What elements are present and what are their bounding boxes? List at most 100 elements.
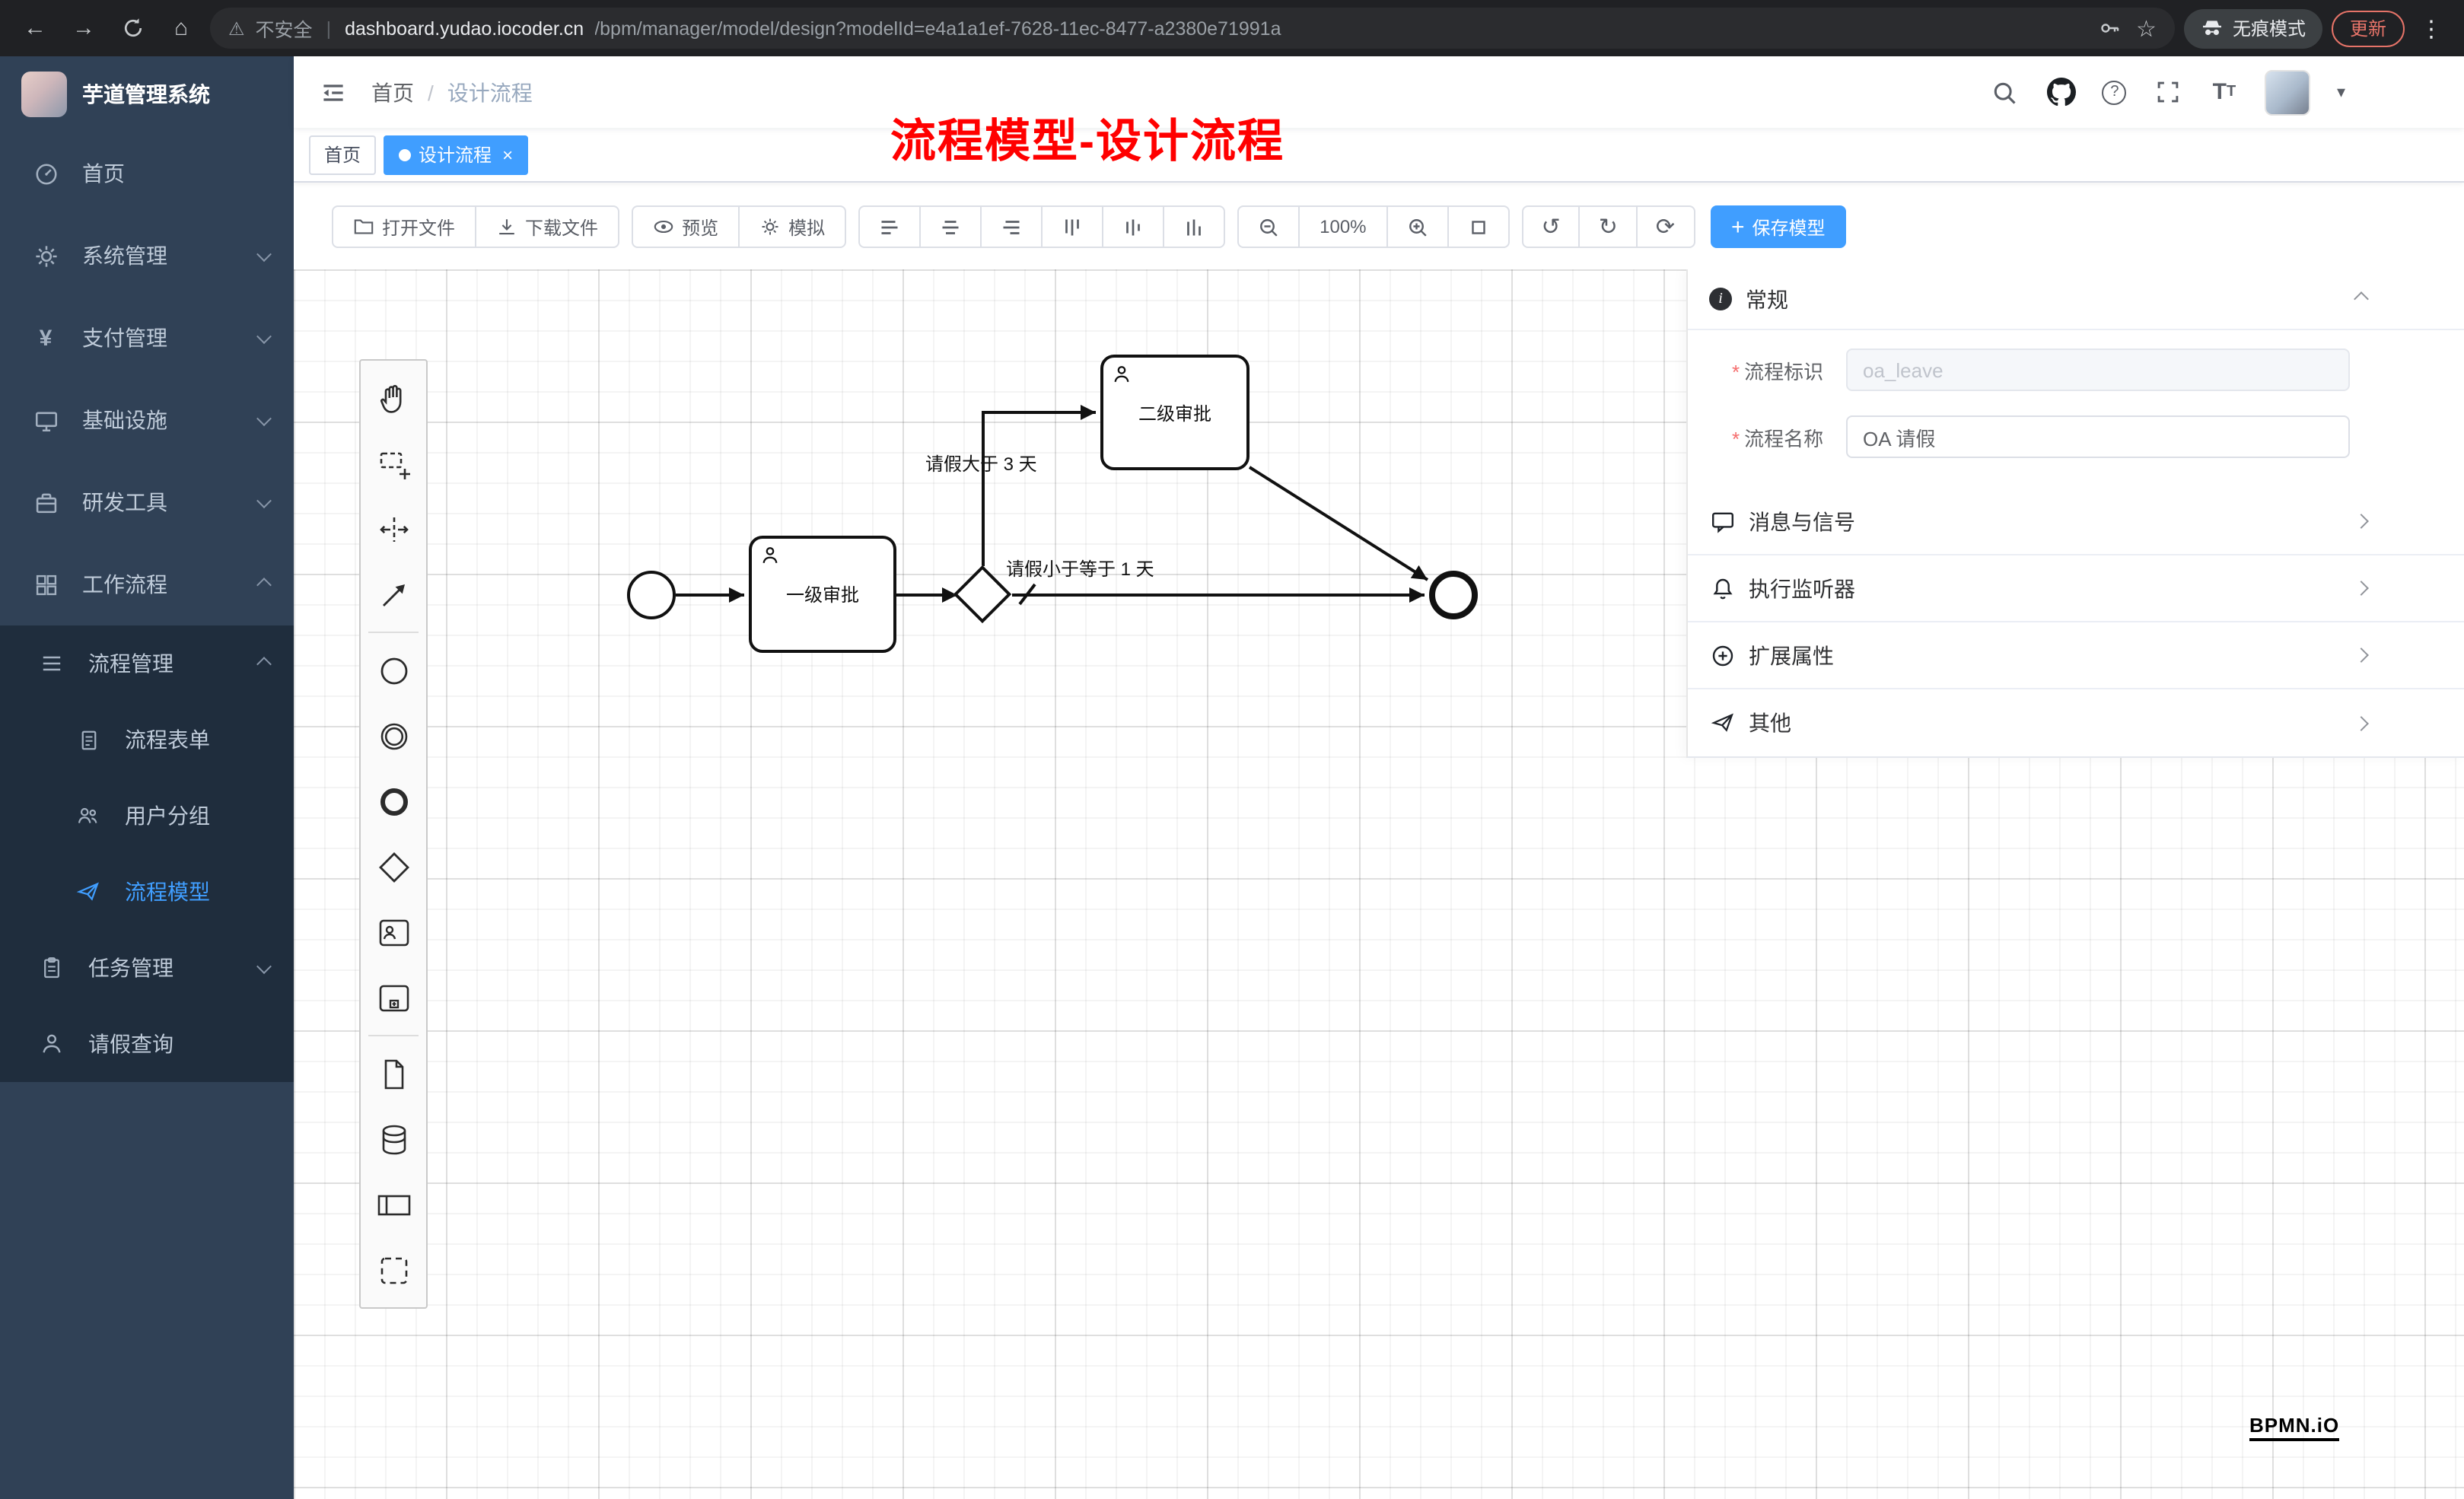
sidebar-item-label: 工作流程 xyxy=(82,572,167,597)
task-node-second-approval[interactable]: 二级审批 xyxy=(1100,355,1250,470)
sidebar-item-user-group[interactable]: 用户分组 xyxy=(0,778,294,854)
start-event-node[interactable] xyxy=(627,571,676,619)
user-avatar[interactable] xyxy=(2265,69,2311,115)
sidebar-item-infrastructure[interactable]: 基础设施 xyxy=(0,379,294,461)
section-execution-listeners[interactable]: 执行监听器 xyxy=(1688,555,2464,622)
sidebar-item-payment-management[interactable]: ¥ 支付管理 xyxy=(0,297,294,379)
github-icon[interactable] xyxy=(2046,77,2077,107)
align-center-button[interactable] xyxy=(919,205,982,248)
undo-button[interactable]: ↺ xyxy=(1521,205,1581,248)
data-store-icon[interactable] xyxy=(361,1106,426,1172)
fullscreen-icon[interactable] xyxy=(2153,77,2183,107)
bookmark-star-icon[interactable]: ☆ xyxy=(2136,16,2157,42)
gateway-icon[interactable] xyxy=(361,834,426,899)
flow-label-greater-than-3-days[interactable]: 请假大于 3 天 xyxy=(925,454,1037,475)
toolbox-icon xyxy=(30,489,61,515)
lasso-tool-icon[interactable] xyxy=(361,431,426,496)
download-file-button[interactable]: 下载文件 xyxy=(475,205,620,248)
bpmn-io-watermark[interactable]: BPMN.iO xyxy=(2249,1414,2340,1441)
redo-button[interactable]: ↻ xyxy=(1578,205,1638,248)
browser-back-icon[interactable]: ← xyxy=(24,15,46,41)
app-logo[interactable]: 芋道管理系统 xyxy=(0,56,294,132)
task-node-first-approval[interactable]: 一级审批 xyxy=(749,536,896,653)
sidebar-item-process-model[interactable]: 流程模型 xyxy=(0,854,294,930)
sidebar: 芋道管理系统 首页 系统管理 ¥ 支付管理 xyxy=(0,56,294,1499)
sidebar-toggle-icon[interactable] xyxy=(317,75,350,109)
password-key-icon[interactable] xyxy=(2098,17,2121,40)
hand-tool-icon[interactable] xyxy=(361,365,426,431)
info-icon: i xyxy=(1709,288,1732,310)
chevron-right-icon xyxy=(2354,715,2369,730)
browser-menu-icon[interactable]: ⋮ xyxy=(2420,16,2443,42)
gear-icon xyxy=(30,243,61,269)
space-tool-icon[interactable] xyxy=(361,496,426,562)
process-key-input[interactable] xyxy=(1846,348,2350,391)
user-task-icon[interactable] xyxy=(361,899,426,965)
browser-update-button[interactable]: 更新 xyxy=(2331,10,2405,46)
not-secure-label[interactable]: 不安全 xyxy=(255,20,313,41)
sidebar-item-label: 研发工具 xyxy=(82,490,167,514)
align-left-button[interactable] xyxy=(858,205,922,248)
call-activity-icon[interactable] xyxy=(361,965,426,1030)
browser-forward-icon[interactable]: → xyxy=(72,15,95,41)
data-object-icon[interactable] xyxy=(361,1041,426,1106)
address-bar[interactable]: ⚠ 不安全 | dashboard.yudao.iocoder.cn /bpm/… xyxy=(210,8,2175,49)
zoom-in-button[interactable] xyxy=(1386,205,1449,248)
sidebar-item-label: 流程管理 xyxy=(88,651,173,676)
bpmn-canvas[interactable]: 一级审批 二级审批 请假大于 3 天 请假小于等于 1 天 xyxy=(294,269,2464,1499)
tab-home[interactable]: 首页 xyxy=(309,135,377,174)
tab-design-process[interactable]: 设计流程 × xyxy=(384,135,529,174)
global-connect-tool-icon[interactable] xyxy=(361,562,426,627)
user-task-marker-icon xyxy=(1111,364,1132,385)
sidebar-item-workflow[interactable]: 工作流程 xyxy=(0,543,294,625)
section-messages-signals[interactable]: 消息与信号 xyxy=(1688,489,2464,555)
align-right-button[interactable] xyxy=(980,205,1043,248)
save-model-button[interactable]: + 保存模型 xyxy=(1710,205,1847,248)
tab-close-icon[interactable]: × xyxy=(502,144,514,165)
tags-view-bar: 首页 设计流程 × xyxy=(294,128,2464,183)
group-icon[interactable] xyxy=(361,1237,426,1303)
help-icon[interactable]: ? xyxy=(2102,80,2127,104)
palette-separator xyxy=(368,1035,419,1036)
start-event-icon[interactable] xyxy=(361,638,426,703)
chevron-down-icon xyxy=(256,246,272,262)
browser-refresh-icon[interactable] xyxy=(113,8,152,48)
flow-label-less-equal-1-day[interactable]: 请假小于等于 1 天 xyxy=(1006,559,1154,580)
breadcrumb-home[interactable]: 首页 xyxy=(371,80,414,104)
sidebar-item-home[interactable]: 首页 xyxy=(0,132,294,215)
sidebar-item-leave-query[interactable]: 请假查询 xyxy=(0,1006,294,1082)
process-name-input[interactable] xyxy=(1846,415,2350,458)
participant-pool-icon[interactable] xyxy=(361,1172,426,1237)
restart-button[interactable]: ⟳ xyxy=(1635,205,1695,248)
open-file-button[interactable]: 打开文件 xyxy=(332,205,477,248)
exclusive-gateway-node[interactable] xyxy=(953,565,1012,624)
chevron-right-icon xyxy=(2354,581,2369,596)
chevron-up-icon xyxy=(256,656,272,671)
sidebar-item-process-management[interactable]: 流程管理 xyxy=(0,625,294,702)
align-middle-button[interactable] xyxy=(1102,205,1165,248)
section-general[interactable]: i 常规 xyxy=(1688,269,2464,330)
preview-button[interactable]: 预览 xyxy=(632,205,740,248)
align-bottom-button[interactable] xyxy=(1163,205,1226,248)
browser-home-icon[interactable]: ⌂ xyxy=(173,15,189,41)
search-icon[interactable] xyxy=(1990,77,2020,107)
simulate-button[interactable]: 模拟 xyxy=(738,205,847,248)
avatar-dropdown-caret-icon[interactable]: ▾ xyxy=(2336,84,2345,102)
users-icon xyxy=(73,804,103,828)
sidebar-item-system-management[interactable]: 系统管理 xyxy=(0,215,294,297)
sidebar-item-dev-tools[interactable]: 研发工具 xyxy=(0,461,294,543)
zoom-reset-button[interactable] xyxy=(1447,205,1510,248)
end-event-icon[interactable] xyxy=(361,769,426,834)
section-other[interactable]: 其他 xyxy=(1688,689,2464,756)
sidebar-item-label: 基础设施 xyxy=(82,408,167,432)
sidebar-item-task-management[interactable]: 任务管理 xyxy=(0,930,294,1006)
properties-panel: i 常规 *流程标识 *流程名称 xyxy=(1686,269,2464,758)
end-event-node[interactable] xyxy=(1429,571,1478,619)
align-top-button[interactable] xyxy=(1041,205,1104,248)
intermediate-event-icon[interactable] xyxy=(361,703,426,769)
section-extended-attributes[interactable]: 扩展属性 xyxy=(1688,622,2464,689)
zoom-out-button[interactable] xyxy=(1237,205,1300,248)
sidebar-item-process-form[interactable]: 流程表单 xyxy=(0,702,294,778)
chevron-down-icon xyxy=(256,492,272,508)
